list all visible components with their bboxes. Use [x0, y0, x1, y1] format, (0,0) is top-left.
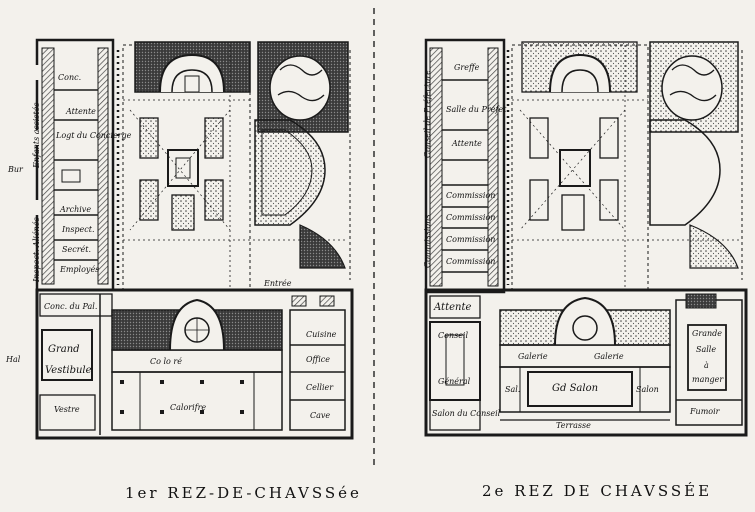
- room-attente-small: Attente: [66, 107, 96, 116]
- room-cuisine: Cuisine: [306, 330, 337, 339]
- room-grand-vestibule-2: Vestibule: [45, 365, 92, 376]
- room-grand-vestibule-1: Grand: [48, 344, 80, 355]
- caption-plan-1: 1er REZ-DE-CHAVSSée: [125, 484, 362, 502]
- room-galerie-left: Galerie: [518, 352, 548, 361]
- room-general: Général: [438, 377, 471, 386]
- room-fumoir: Fumoir: [690, 407, 720, 416]
- label-commissions: Commissions: [423, 214, 432, 268]
- room-corridor: Co lo ré: [150, 357, 182, 366]
- room-conc-palais: Conc. du Pal.: [44, 302, 98, 311]
- room-commission-1: Commission: [446, 191, 496, 200]
- room-grande-salle-3: à: [704, 361, 709, 370]
- room-entree: Entrée: [264, 279, 292, 288]
- room-calorifere: Calorifre: [170, 403, 207, 412]
- room-salon-right: Salon: [636, 385, 659, 394]
- room-conseil: Conseil: [438, 331, 469, 340]
- room-employes: Employés: [60, 265, 100, 274]
- room-cave: Cave: [310, 411, 331, 420]
- caption-plan-2: 2e REZ DE CHAVSSÉE: [482, 482, 713, 500]
- room-office: Office: [306, 355, 330, 364]
- room-commission-3: Commission: [446, 235, 496, 244]
- label-hal: Hal: [6, 355, 21, 364]
- room-grande-salle-1: Grande: [692, 329, 722, 338]
- room-grand-salon: Gd Salon: [552, 383, 599, 394]
- room-commission-4: Commission: [446, 257, 496, 266]
- room-cellier: Cellier: [306, 383, 334, 392]
- plan-1: [35, 38, 354, 440]
- room-commission-2: Commission: [446, 213, 496, 222]
- room-salon-conseil: Salon du Conseil: [432, 409, 501, 418]
- room-salle-left: Sal.: [505, 385, 521, 394]
- label-inspect-alienes: Inspect. Aliénés: [32, 217, 41, 282]
- label-conseil-prefecture: Conseil de Préfecture: [423, 69, 432, 158]
- room-grande-salle-2: Salle: [696, 345, 717, 354]
- room-vestiaire: Vestre: [54, 405, 80, 414]
- label-enfants-assistes: Enfants assistés: [32, 102, 41, 168]
- plan-2: [424, 38, 748, 437]
- room-inspect: Inspect.: [62, 225, 95, 234]
- room-concierge-top: Conc.: [58, 73, 82, 82]
- room-greffe: Greffe: [454, 63, 480, 72]
- room-attente-bottom: Attente: [434, 302, 472, 313]
- room-salle-prefet: Salle du Préfet: [446, 105, 507, 114]
- label-bur: Bur: [8, 165, 23, 174]
- room-galerie-right: Galerie: [594, 352, 624, 361]
- room-archive: Archive: [60, 205, 92, 214]
- room-attente-top: Attente: [452, 139, 482, 148]
- room-logt-concierge: Logt du Concierge: [56, 131, 132, 140]
- room-terrasse: Terrasse: [556, 421, 591, 430]
- room-secret: Secrét.: [62, 245, 92, 254]
- room-grande-salle-4: manger: [692, 375, 724, 384]
